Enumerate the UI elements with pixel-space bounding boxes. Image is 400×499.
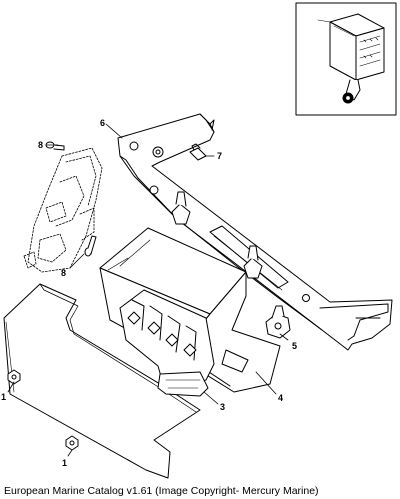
callout-4: 4 — [278, 393, 284, 403]
leader-lines — [7, 123, 289, 457]
callout-6: 6 — [100, 118, 106, 128]
callout-8-upper: 8 — [38, 140, 44, 150]
callout-7: 7 — [217, 151, 223, 161]
screw-part-8-lower — [84, 235, 97, 257]
bracket-fittings — [171, 191, 263, 279]
callout-1-upper: 1 — [1, 392, 7, 402]
inset-thumbnail — [295, 2, 397, 116]
screw-part-8-upper — [45, 141, 65, 151]
image-caption: European Marine Catalog v1.61 (Image Cop… — [4, 485, 319, 497]
nut-part-1-lower — [65, 435, 79, 451]
screw-part-7 — [189, 143, 207, 161]
callout-5: 5 — [292, 341, 298, 351]
fitting-part-5 — [265, 305, 291, 339]
callout-3: 3 — [220, 402, 226, 412]
callout-8-lower: 8 — [61, 268, 67, 278]
nut-part-1-upper — [7, 369, 21, 385]
terminal-bracket-part-3 — [119, 289, 215, 397]
callout-1-lower: 1 — [62, 458, 68, 468]
